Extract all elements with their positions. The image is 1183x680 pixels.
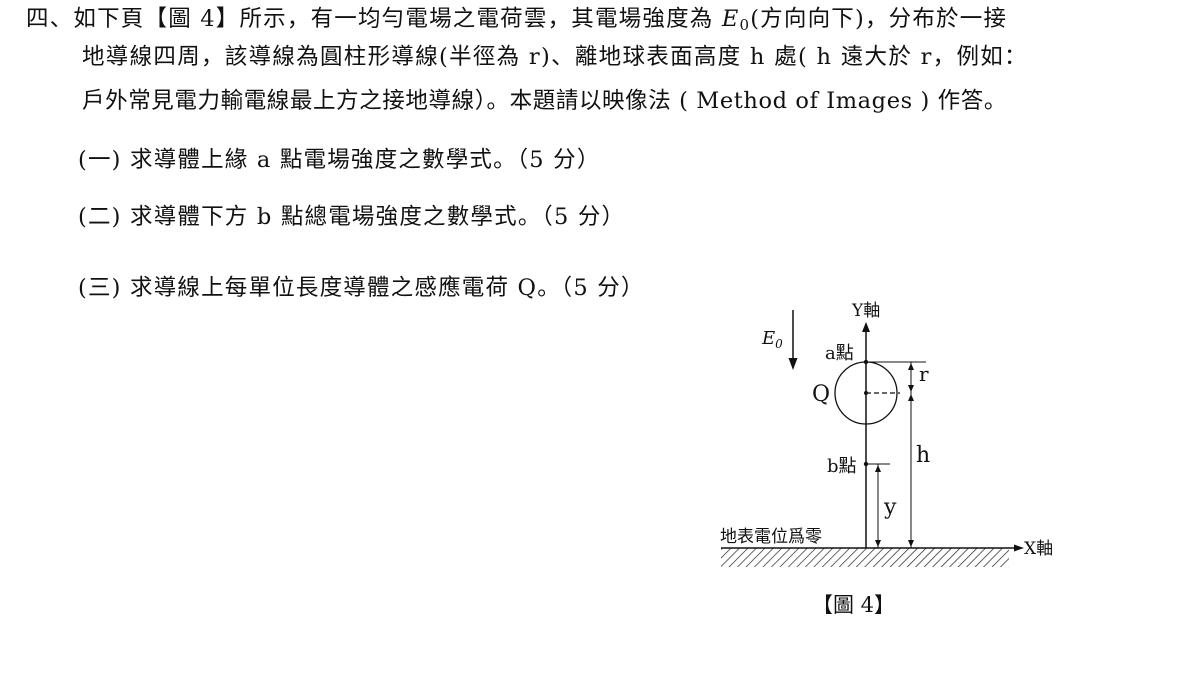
x-axis-label: X軸 bbox=[1024, 539, 1053, 559]
problem-line-1-post: (方向向下)，分布於一接 bbox=[750, 6, 1008, 32]
figure-caption: 【圖 4】 bbox=[812, 593, 895, 617]
h-arrowhead-down bbox=[908, 540, 914, 547]
problem-line-1-pre: 如下頁【圖 4】所示，有一均勻電場之電荷雲，其電場強度為 bbox=[73, 6, 722, 32]
y-axis-label: Y軸 bbox=[851, 301, 880, 321]
ground-label: 地表電位爲零 bbox=[720, 527, 822, 547]
field-symbol: E bbox=[721, 6, 740, 32]
y-axis-arrowhead bbox=[862, 322, 870, 332]
radius-label: r bbox=[919, 362, 929, 386]
h-arrowhead-up bbox=[908, 394, 914, 401]
y-arrowhead-up bbox=[875, 465, 881, 472]
point-b-label: b點 bbox=[827, 456, 857, 477]
field-symbol-subscript: 0 bbox=[739, 16, 751, 34]
question-1: (一) 求導體上緣 a 點電場強度之數學式。（5 分） bbox=[78, 147, 601, 173]
charge-label: Q bbox=[812, 382, 830, 407]
field-arrowhead bbox=[788, 358, 798, 370]
question-2: (二) 求導體下方 b 點總電場強度之數學式。（5 分） bbox=[78, 204, 626, 230]
ground-hatch bbox=[721, 548, 1009, 567]
figure-4: E0 Y軸 a點 Q r h b點 y 地表電位爲零 bbox=[700, 290, 1080, 630]
conductor-center-dot bbox=[864, 391, 868, 395]
y-dimension-label: y bbox=[883, 495, 897, 520]
height-label: h bbox=[916, 443, 930, 468]
problem-line-3: 戶外常見電力輸電線最上方之接地導線）。本題請以映像法 ( Method of I… bbox=[82, 88, 1007, 114]
problem-line-1: 四、如下頁【圖 4】所示，有一均勻電場之電荷雲，其電場強度為 E0(方向向下)，… bbox=[26, 4, 1007, 40]
problem-number: 四、 bbox=[26, 6, 74, 32]
x-axis-arrowhead bbox=[1014, 544, 1024, 552]
r-arrowhead-down bbox=[908, 385, 914, 392]
point-a-label: a點 bbox=[825, 343, 854, 364]
problem-line-2: 地導線四周，該導線為圓柱形導線(半徑為 r)、離地球表面高度 h 處( h 遠大… bbox=[82, 44, 1028, 70]
r-arrowhead-up bbox=[908, 363, 914, 370]
field-label: E0 bbox=[761, 328, 783, 351]
figure-4-diagram: E0 Y軸 a點 Q r h b點 y 地表電位爲零 bbox=[720, 301, 1053, 617]
y-arrowhead-down bbox=[875, 540, 881, 547]
question-3: (三) 求導線上每單位長度導體之感應電荷 Q。（5 分） bbox=[78, 275, 645, 301]
